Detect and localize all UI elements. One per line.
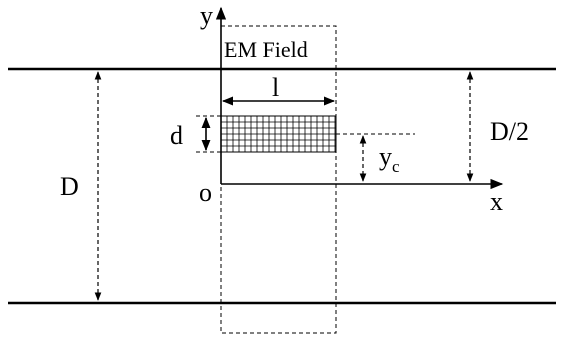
thickness-label: d — [170, 121, 183, 150]
x-axis-label: x — [490, 187, 503, 216]
gap-label: D — [60, 172, 79, 201]
center-y-label: yc — [379, 142, 400, 176]
origin-label: o — [199, 178, 212, 207]
y-axis-label: y — [200, 1, 213, 30]
particle-grid — [220, 115, 337, 153]
em-field-label: EM Field — [224, 37, 308, 62]
length-label: l — [272, 73, 279, 102]
em-field-region — [220, 25, 337, 334]
half-gap-label: D/2 — [490, 117, 529, 146]
